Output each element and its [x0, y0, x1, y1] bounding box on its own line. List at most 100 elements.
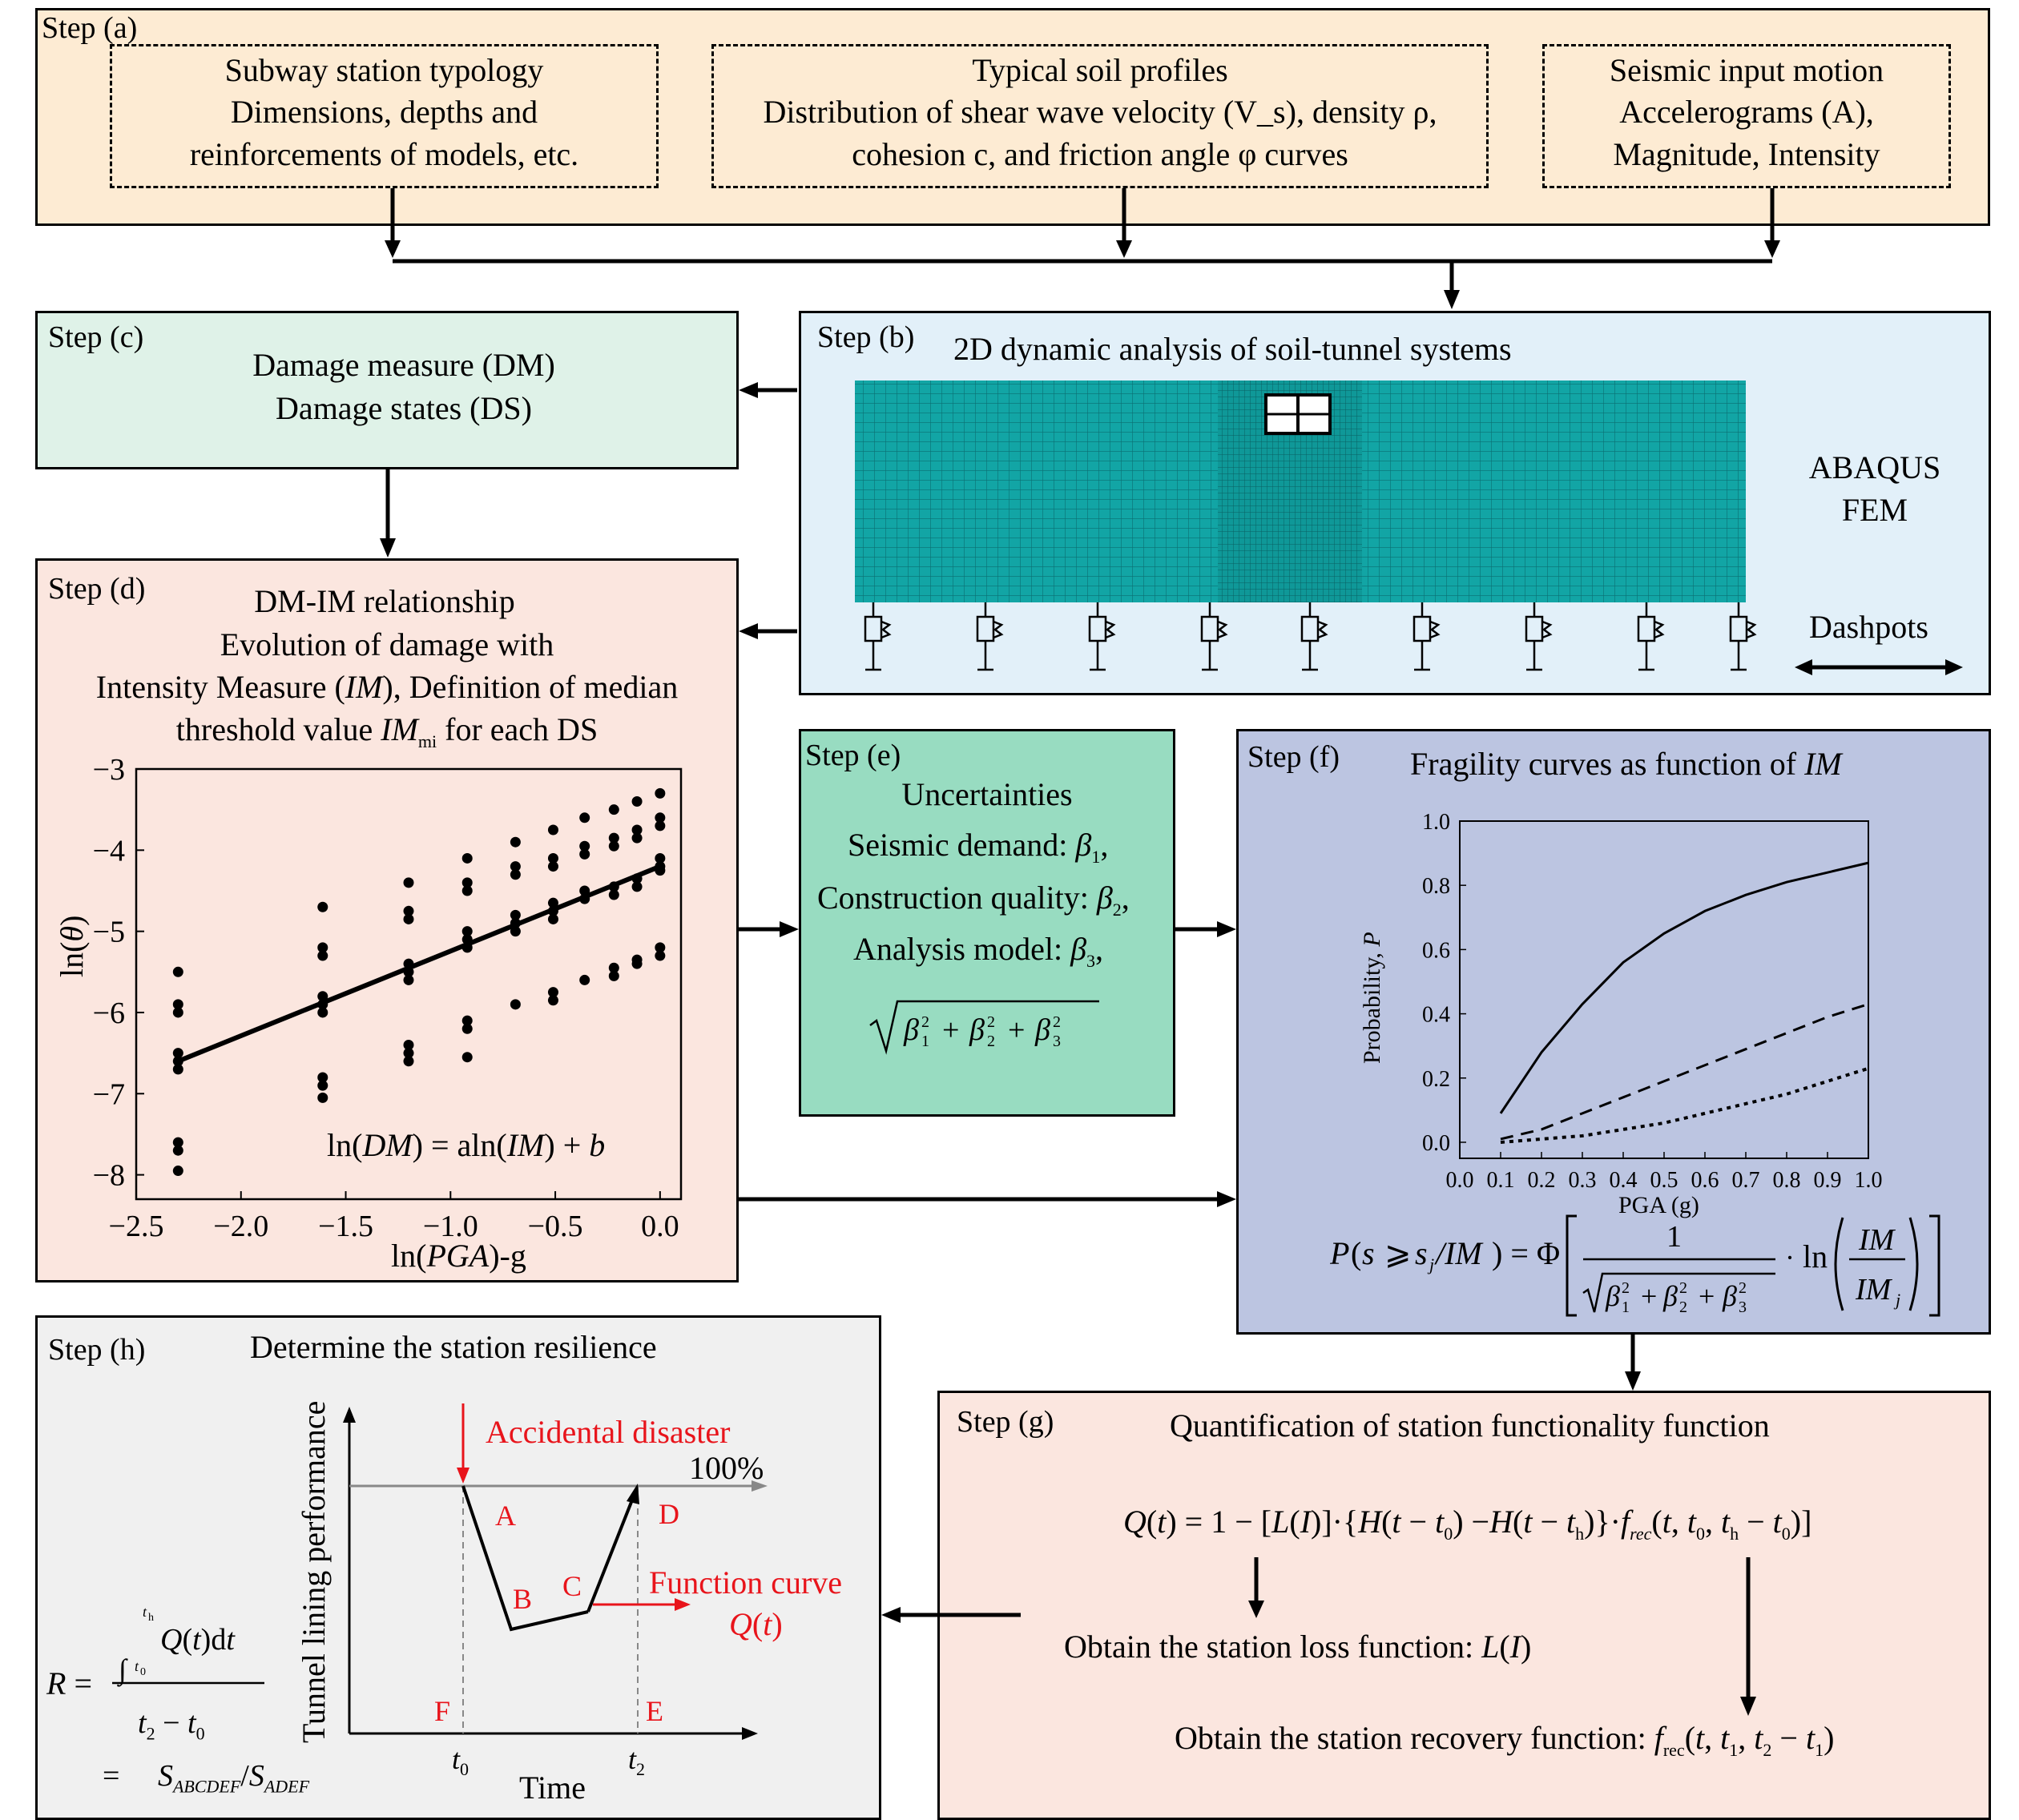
- scatter-point: [608, 881, 619, 892]
- svg-text:1: 1: [1622, 1299, 1630, 1316]
- scatter-point: [317, 942, 328, 953]
- scatter-point: [510, 999, 521, 1010]
- step-c-box: [35, 311, 739, 469]
- scatter-point: [579, 840, 590, 852]
- scatter-point: [403, 958, 414, 969]
- recovery-function-label: Obtain the station recovery function: fr…: [1175, 1720, 1835, 1760]
- fragility-x-tick-label: 0.8: [1773, 1168, 1801, 1193]
- fragility-x-tick-label: 1.0: [1855, 1168, 1883, 1193]
- scatter-point: [655, 950, 666, 961]
- svg-text:+: +: [942, 1013, 959, 1047]
- svg-text:β: β: [1034, 1013, 1050, 1047]
- svg-text:ln: ln: [1803, 1238, 1828, 1274]
- dashpot: [1300, 602, 1328, 671]
- scatter-point: [317, 901, 328, 912]
- svg-text:β: β: [969, 1013, 985, 1047]
- fragility-curve-dotted: [1500, 1066, 1869, 1144]
- fragility-title: Fragility curves as function of IM: [1410, 746, 1842, 782]
- scatter-point: [461, 942, 473, 953]
- t0-label: t0: [452, 1743, 469, 1780]
- scatter-point: [547, 861, 558, 872]
- scatter-point: [461, 1023, 473, 1034]
- dashpots-label: Dashpots: [1809, 609, 1928, 645]
- scatter-point: [608, 804, 619, 815]
- scatter-point: [461, 877, 473, 888]
- resilience-r-equals: R =: [46, 1665, 92, 1701]
- function-curve-label: Function curve: [649, 1564, 843, 1601]
- svg-text:β: β: [1605, 1280, 1620, 1312]
- resilience-numerator: Q(t)dt: [160, 1623, 235, 1657]
- step-g-label: Step (g): [957, 1405, 1054, 1439]
- step-h-label: Step (h): [48, 1333, 146, 1367]
- scatter-point: [608, 840, 619, 852]
- scatter-point: [317, 1072, 328, 1083]
- svg-text:s: s: [1415, 1235, 1428, 1271]
- scatter-x-tick-label: −2.5: [109, 1210, 164, 1243]
- svg-text:IM: IM: [1855, 1273, 1893, 1307]
- scatter-point: [510, 836, 521, 848]
- fragility-x-tick-label: 0.7: [1732, 1168, 1760, 1193]
- point-f: F: [434, 1695, 451, 1727]
- tunnel-station: [1264, 393, 1332, 435]
- fragility-y-tick-label: 1.0: [1422, 810, 1450, 835]
- svg-text:IM: IM: [1858, 1223, 1896, 1257]
- scatter-point: [579, 812, 590, 823]
- scatter-point: [317, 999, 328, 1010]
- scatter-point: [510, 926, 521, 937]
- scatter-point: [317, 991, 328, 1002]
- scatter-point: [403, 1048, 414, 1059]
- scatter-point: [461, 926, 473, 937]
- scatter-point: [403, 913, 414, 924]
- dm-im-title: DM-IM relationship: [254, 583, 515, 619]
- dashpots-arrow: [1795, 659, 1963, 675]
- full-performance-line: [349, 1480, 768, 1492]
- scatter-point: [403, 1039, 414, 1050]
- scatter-point: [547, 995, 558, 1006]
- step-a-typology-box: [110, 44, 659, 188]
- dashpot: [1200, 602, 1228, 671]
- scatter-point: [547, 905, 558, 916]
- dashpot: [1088, 602, 1116, 671]
- svg-text:j: j: [1427, 1254, 1434, 1274]
- svg-text:2: 2: [1622, 1279, 1630, 1297]
- scatter-point: [510, 909, 521, 920]
- scatter-x-axis-label: ln(PGA)-g: [391, 1238, 526, 1274]
- point-d: D: [659, 1498, 679, 1530]
- fragility-y-tick-label: 0.0: [1422, 1131, 1450, 1156]
- fragility-x-tick-label: 0.0: [1446, 1168, 1474, 1193]
- fragility-x-tick-label: 0.5: [1650, 1168, 1678, 1193]
- scatter-point: [631, 958, 643, 969]
- svg-text:2: 2: [921, 1013, 929, 1031]
- scatter-point: [631, 873, 643, 884]
- scatter-point: [403, 974, 414, 985]
- svg-text:0: 0: [140, 1666, 146, 1678]
- scatter-point: [172, 1064, 183, 1075]
- step-g-box: [937, 1391, 1991, 1820]
- scatter-point: [172, 1137, 183, 1148]
- scatter-point: [403, 966, 414, 977]
- construction-quality: Construction quality: β2,: [817, 880, 1130, 920]
- scatter-point: [608, 832, 619, 844]
- uncertainties-title: Uncertainties: [901, 776, 1073, 812]
- typology-line-1: Subway station typology: [224, 52, 544, 88]
- full-performance-label: 100%: [689, 1450, 764, 1486]
- typology-line-3: reinforcements of models, etc.: [189, 136, 579, 172]
- dashpot: [976, 602, 1004, 671]
- svg-text:P: P: [1330, 1235, 1349, 1271]
- scatter-point: [461, 934, 473, 945]
- scatter-point: [172, 999, 183, 1010]
- typology-line-2: Dimensions, depths and: [230, 94, 538, 130]
- scatter-point: [547, 824, 558, 836]
- scatter-point: [655, 812, 666, 823]
- step-d-box: [35, 558, 739, 1282]
- svg-text:β: β: [1722, 1280, 1737, 1312]
- seismic-demand: Seismic demand: β1,: [848, 827, 1109, 867]
- point-a: A: [495, 1500, 516, 1532]
- fragility-y-tick-label: 0.8: [1422, 874, 1450, 899]
- scatter-y-tick-label: −5: [93, 916, 125, 949]
- svg-text:1: 1: [921, 1033, 929, 1050]
- scatter-point: [317, 1007, 328, 1018]
